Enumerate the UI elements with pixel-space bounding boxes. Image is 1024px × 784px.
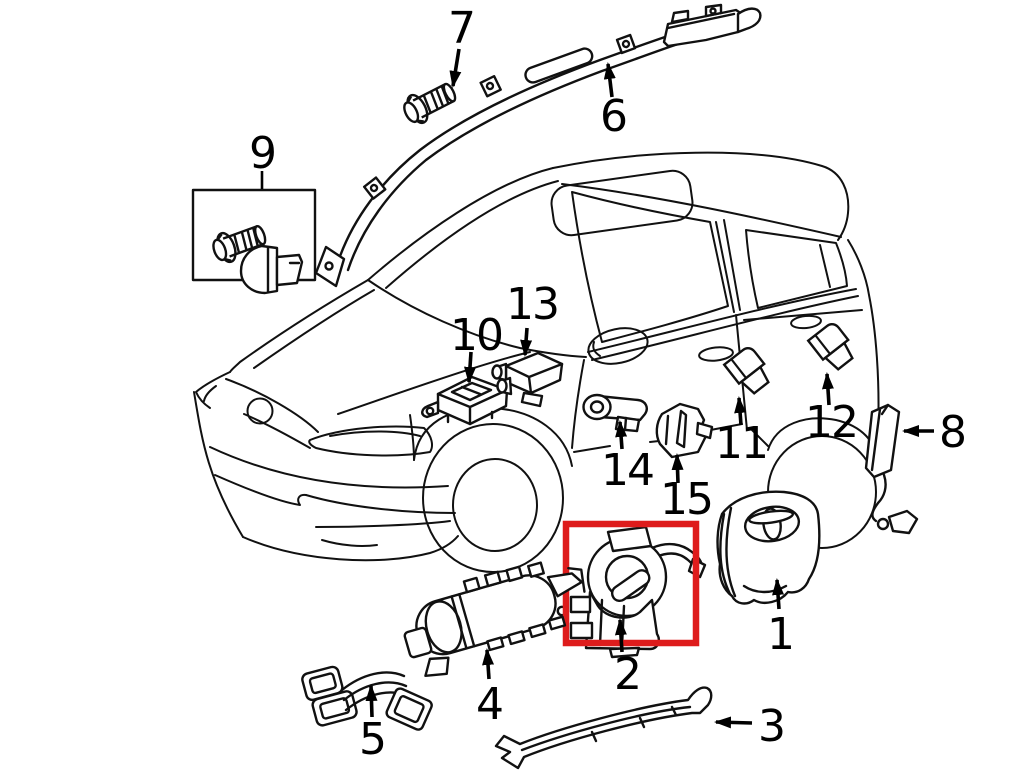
callout-10[interactable]: 10 <box>450 310 504 384</box>
callout-1-arrow <box>772 578 785 610</box>
bumper-intake-top <box>305 494 456 514</box>
nose-chevron <box>203 385 217 402</box>
bumper-fog-line <box>321 539 378 547</box>
airbag-control-module-illustration <box>421 375 509 426</box>
front-fender-line <box>409 414 415 461</box>
curtain-shield-airbag-illustration <box>314 3 762 288</box>
callout-12-label[interactable]: 12 <box>805 397 859 448</box>
callout-4[interactable]: 4 <box>476 648 504 730</box>
callout-7-arrow <box>449 48 462 88</box>
callout-9[interactable]: 9 <box>249 128 277 189</box>
front-impact-sensor-box-illustration <box>191 188 317 295</box>
mirror-stem <box>592 341 601 357</box>
front-tire <box>422 423 564 573</box>
callout-12-arrow <box>821 372 834 406</box>
callout-6-arrow <box>603 62 616 98</box>
mounting-bolt-illustration <box>398 76 462 130</box>
callout-15[interactable]: 15 <box>660 453 714 525</box>
a-pillar <box>367 167 554 281</box>
front-door-cut <box>571 359 585 449</box>
hood-edge-inner <box>253 289 375 369</box>
callout-8[interactable]: 8 <box>902 407 967 458</box>
spiral-cable-illustration <box>556 525 707 659</box>
sensor-bracket-module-illustration <box>491 351 564 408</box>
side-mirror <box>587 327 649 365</box>
roof-drip-edge <box>561 183 842 238</box>
hood-edge <box>229 279 369 373</box>
sunroof <box>550 169 694 237</box>
b-pillar <box>715 219 741 313</box>
rear-door-window <box>745 229 848 309</box>
callout-13-arrow <box>520 327 533 357</box>
callout-11[interactable]: 11 <box>715 396 769 469</box>
rear-door-handle <box>790 314 822 330</box>
nose-corner <box>195 371 231 409</box>
side-airbag-sensor-illustration <box>582 393 648 433</box>
callout-8-label[interactable]: 8 <box>939 407 967 458</box>
callout-6-label[interactable]: 6 <box>600 91 628 142</box>
callout-14-label[interactable]: 14 <box>601 445 655 496</box>
callout-10-arrow <box>464 351 476 384</box>
c-pillar <box>847 239 880 433</box>
rear-side-impact-sensor-illustration <box>864 403 919 535</box>
belt-line <box>587 288 857 353</box>
grille-top <box>225 378 319 433</box>
callout-2-arrow <box>614 618 627 653</box>
callout-4-label[interactable]: 4 <box>476 679 504 730</box>
callout-11-arrow <box>734 396 747 426</box>
side-impact-sensor-c-illustration <box>807 319 860 375</box>
callout-14-arrow <box>615 420 628 450</box>
bumper-intake-bottom <box>315 520 451 528</box>
callout-1[interactable]: 1 <box>767 578 795 660</box>
quarter-glass-divider <box>819 244 831 288</box>
callout-11-label[interactable]: 11 <box>715 418 769 469</box>
a-pillar-inner <box>385 180 559 289</box>
front-door-handle <box>698 346 734 362</box>
belt-line-lower <box>591 295 859 361</box>
toyota-logo-bar <box>748 509 795 525</box>
callout-5-arrow <box>365 684 378 718</box>
callout-15-label[interactable]: 15 <box>660 474 714 525</box>
callout-7[interactable]: 7 <box>448 3 476 88</box>
front-wheel-rim <box>452 458 538 552</box>
callout-1-label[interactable]: 1 <box>767 609 795 660</box>
callout-6[interactable]: 6 <box>600 62 628 142</box>
lower-brace-illustration <box>494 686 713 770</box>
bumper-upper-crease <box>209 446 449 489</box>
side-impact-sensor-b-illustration <box>723 343 776 399</box>
callout-2-label[interactable]: 2 <box>614 649 642 700</box>
fender-crease <box>337 351 531 415</box>
callout-5-label[interactable]: 5 <box>359 714 387 765</box>
grille-toyota-emblem <box>246 397 274 425</box>
roof-top-edge <box>552 151 850 241</box>
callout-9-label[interactable]: 9 <box>249 128 277 179</box>
cowl-line <box>367 279 587 358</box>
callout-3[interactable]: 3 <box>714 701 786 752</box>
steering-airbag-illustration <box>716 490 821 605</box>
bumper-left-edge <box>193 391 244 538</box>
callout-14[interactable]: 14 <box>601 420 655 496</box>
callout-13[interactable]: 13 <box>506 279 560 357</box>
bumper-bottom-edge <box>242 535 459 562</box>
callout-10-label[interactable]: 10 <box>450 310 504 361</box>
callout-7-label[interactable]: 7 <box>448 3 476 54</box>
callout-15-arrow <box>671 453 684 484</box>
callout-2[interactable]: 2 <box>614 618 642 700</box>
grille-bottom <box>243 413 311 449</box>
center-pillar-sensor-bracket-illustration <box>655 402 714 459</box>
bumper-mid-crease <box>214 474 307 506</box>
wiring-harness-illustration <box>301 665 433 731</box>
callout-12[interactable]: 12 <box>805 372 859 448</box>
callout-3-label[interactable]: 3 <box>758 701 786 752</box>
callout-3-arrow <box>714 716 753 729</box>
headlight <box>308 425 433 457</box>
front-door-window <box>571 191 729 343</box>
rear-crease <box>743 309 863 321</box>
passenger-airbag-illustration <box>403 561 586 677</box>
callout-4-arrow <box>482 648 495 680</box>
callout-5[interactable]: 5 <box>359 684 387 765</box>
callout-13-label[interactable]: 13 <box>506 279 560 330</box>
headlight-inner <box>329 430 421 437</box>
